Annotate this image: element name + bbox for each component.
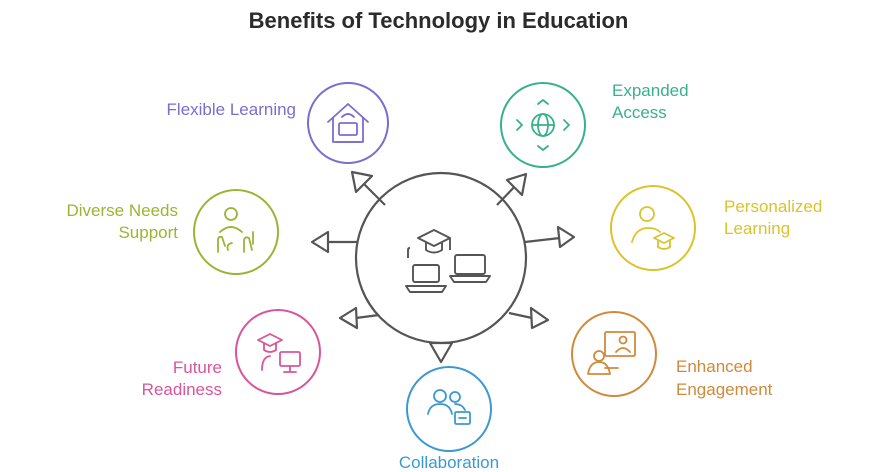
arrow-up-right	[496, 172, 528, 206]
arrow-up-left	[350, 170, 386, 206]
diverse-needs-label-line1: Diverse Needs	[67, 201, 179, 220]
person-graduation-cap-icon	[631, 206, 675, 250]
hub-circle	[354, 171, 528, 345]
graduation-cap-laptops-icon	[405, 229, 491, 293]
benefit-flexible-learning: Flexible Learning	[167, 82, 389, 164]
diverse-needs-label-line2: Support	[118, 223, 178, 242]
personalized-learning-label-line1: Personalized	[724, 197, 822, 216]
presentation-board-icon	[587, 331, 636, 375]
arrow-down-right	[508, 306, 550, 330]
collaboration-circle	[406, 366, 492, 452]
benefit-future-readiness: Future Readiness	[142, 309, 321, 399]
enhanced-engagement-circle	[571, 311, 657, 397]
enhanced-engagement-label-line1: Enhanced	[676, 357, 753, 376]
flexible-learning-label: Flexible Learning	[167, 100, 296, 119]
benefit-expanded-access: Expanded Access	[500, 81, 689, 168]
people-tablet-icon	[427, 389, 471, 425]
arrow-down	[428, 341, 454, 364]
expanded-access-label-line1: Expanded	[612, 81, 689, 100]
expanded-access-label-line2: Access	[612, 103, 667, 122]
graduate-computer-icon	[257, 333, 301, 373]
future-readiness-circle	[235, 309, 321, 395]
diagram-title: Benefits of Technology in Education	[248, 8, 629, 33]
central-hub	[310, 170, 576, 364]
person-hands-icon	[217, 207, 254, 253]
arrow-left	[310, 230, 357, 254]
future-readiness-label-line2: Readiness	[142, 380, 222, 399]
arrow-down-left	[338, 306, 380, 330]
future-readiness-label-line1: Future	[173, 358, 222, 377]
collaboration-label: Collaboration	[399, 453, 499, 472]
arrow-right	[524, 225, 576, 249]
benefit-collaboration: Collaboration	[399, 366, 499, 472]
enhanced-engagement-label-line2: Engagement	[676, 380, 773, 399]
diverse-needs-circle	[193, 189, 279, 275]
benefit-enhanced-engagement: Enhanced Engagement	[571, 311, 773, 399]
benefit-personalized-learning: Personalized Learning	[610, 185, 822, 271]
personalized-learning-label-line2: Learning	[724, 219, 790, 238]
house-laptop-icon	[327, 103, 369, 143]
globe-arrows-icon	[516, 99, 570, 151]
benefit-diverse-needs-support: Diverse Needs Support	[67, 189, 279, 275]
